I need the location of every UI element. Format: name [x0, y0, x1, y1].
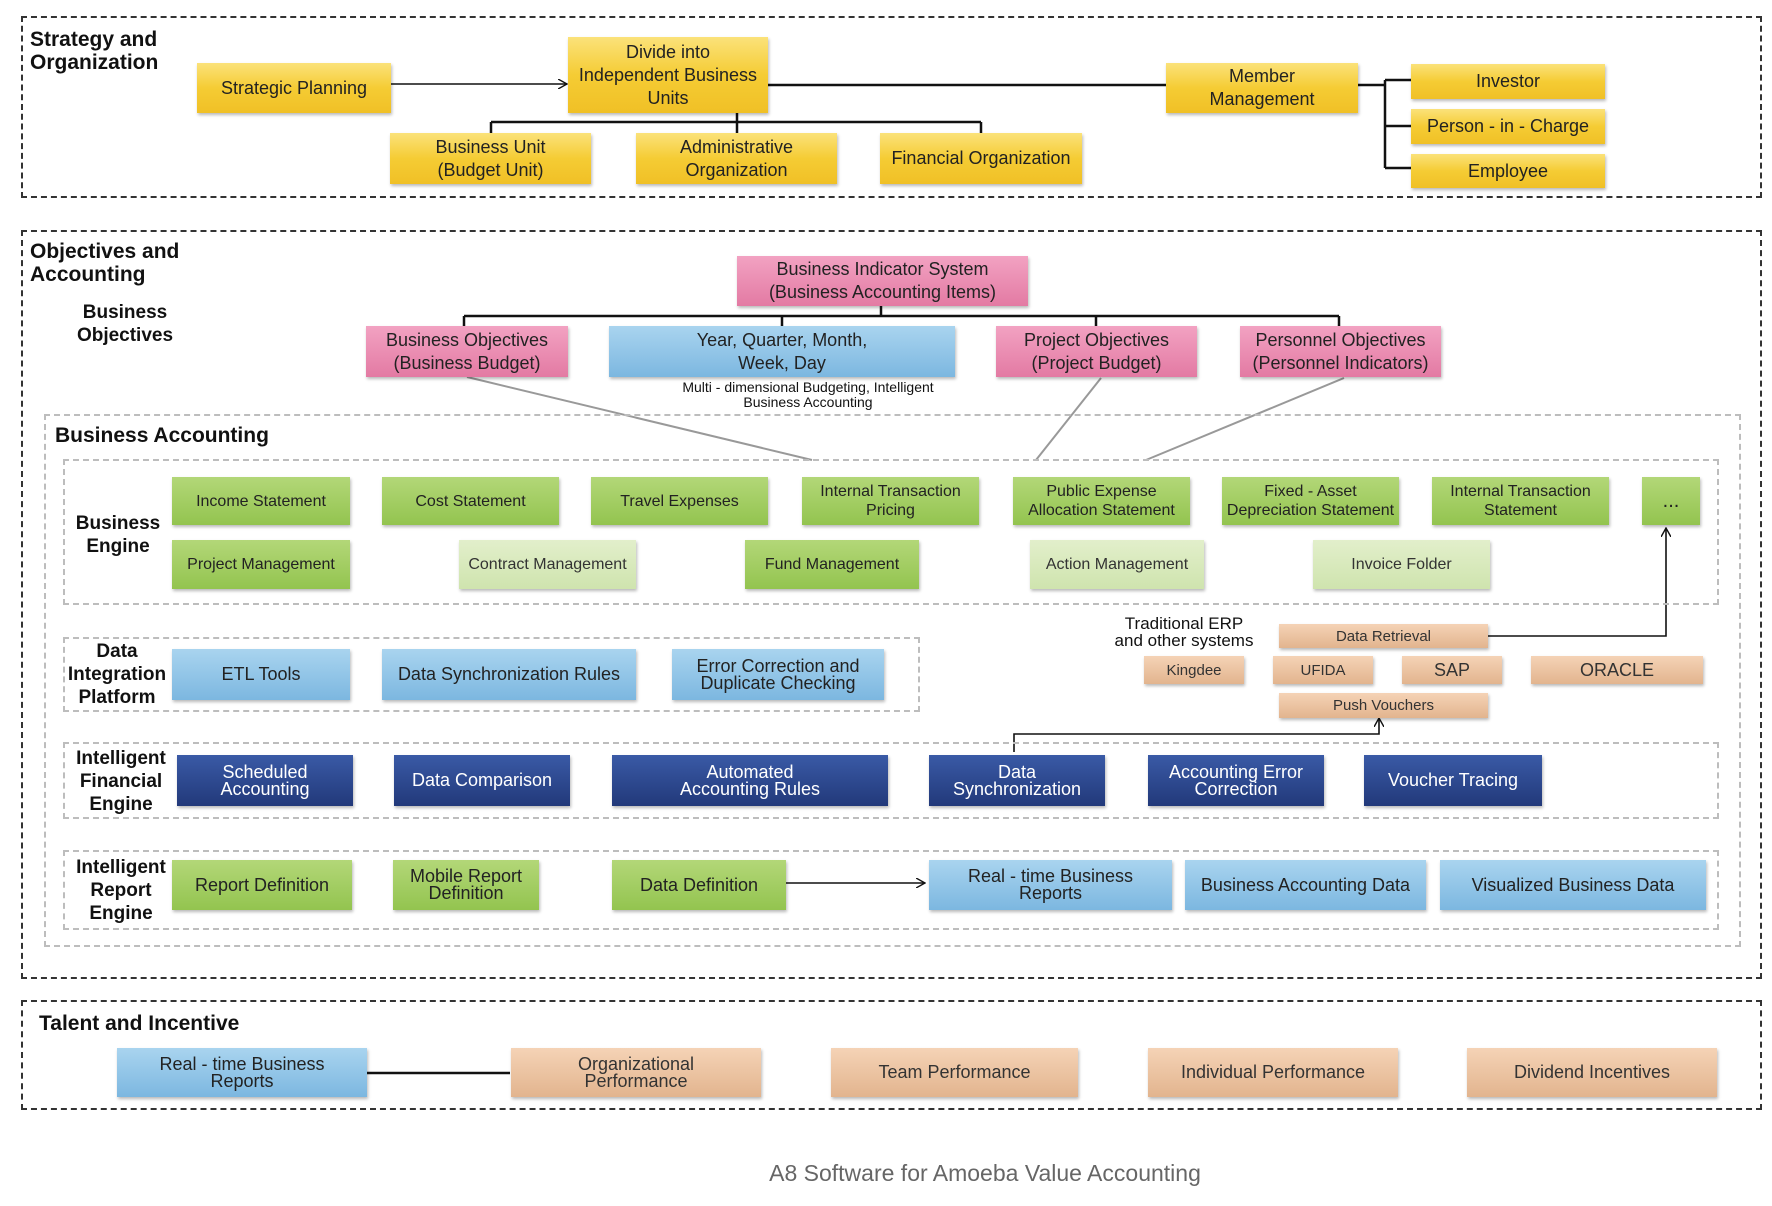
erp-oracle-box: ORACLE: [1531, 656, 1703, 684]
divide-units-box: Divide into Independent Business Units: [568, 37, 768, 113]
automated-accounting-rules-box: Automated Accounting Rules: [612, 755, 888, 806]
report-definition-box: Report Definition: [172, 860, 352, 910]
business-unit-box: Business Unit (Budget Unit): [390, 133, 591, 184]
individual-performance-box: Individual Performance: [1148, 1048, 1398, 1097]
person-in-charge-box: Person - in - Charge: [1411, 109, 1605, 144]
financial-engine-label: Intelligent Financial Engine: [76, 748, 166, 815]
talent-real-time-reports-box: Real - time Business Reports: [117, 1048, 367, 1097]
business-objectives-label: Business Objectives: [76, 302, 174, 346]
traditional-erp-label: Traditional ERP and other systems: [1114, 614, 1254, 650]
internal-transaction-pricing-box: Internal Transaction Pricing: [802, 477, 979, 525]
dividend-incentives-box: Dividend Incentives: [1467, 1048, 1717, 1097]
erp-ufida-box: UFIDA: [1273, 656, 1373, 684]
investor-box: Investor: [1411, 64, 1605, 99]
erp-kingdee-box: Kingdee: [1144, 656, 1244, 684]
business-accounting-area: [44, 414, 1741, 947]
financial-engine-area: [63, 742, 1719, 819]
erp-sap-box: SAP: [1402, 656, 1502, 684]
contract-management-box: Contract Management: [459, 540, 636, 589]
indicator-system-box: Business Indicator System (Business Acco…: [737, 256, 1028, 306]
fixed-asset-depreciation-box: Fixed - Asset Depreciation Statement: [1222, 477, 1399, 525]
data-integration-area: [63, 637, 920, 712]
section-objectives: [21, 230, 1762, 979]
section-talent: [21, 1000, 1762, 1110]
project-management-box: Project Management: [172, 540, 350, 589]
mobile-report-definition-box: Mobile Report Definition: [393, 860, 539, 910]
data-retrieval-box: Data Retrieval: [1279, 624, 1488, 648]
data-synchronization-box: Data Synchronization: [929, 755, 1105, 806]
administrative-organization-box: Administrative Organization: [636, 133, 837, 184]
business-engine-label: Business Engine: [75, 513, 161, 557]
organizational-performance-box: Organizational Performance: [511, 1048, 761, 1097]
internal-transaction-statement-box: Internal Transaction Statement: [1432, 477, 1609, 525]
data-integration-label: Data Integration Platform: [67, 641, 167, 708]
data-definition-box: Data Definition: [612, 860, 786, 910]
section-strategy: [21, 16, 1762, 198]
action-management-box: Action Management: [1030, 540, 1204, 589]
scheduled-accounting-box: Scheduled Accounting: [177, 755, 353, 806]
section-talent-title: Talent and Incentive: [39, 1012, 240, 1035]
etl-tools-box: ETL Tools: [172, 649, 350, 700]
error-correction-duplicate-box: Error Correction and Duplicate Checking: [672, 649, 884, 700]
project-budget-box: Project Objectives (Project Budget): [996, 326, 1197, 377]
invoice-folder-box: Invoice Folder: [1313, 540, 1490, 589]
fund-management-box: Fund Management: [745, 540, 919, 589]
section-objectives-title: Objectives and Accounting: [30, 240, 180, 286]
section-strategy-title: Strategy and Organization: [30, 28, 159, 74]
financial-organization-box: Financial Organization: [880, 133, 1082, 184]
accounting-error-correction-box: Accounting Error Correction: [1148, 755, 1324, 806]
business-accounting-data-box: Business Accounting Data: [1185, 860, 1426, 910]
public-expense-allocation-box: Public Expense Allocation Statement: [1013, 477, 1190, 525]
data-sync-rules-box: Data Synchronization Rules: [382, 649, 636, 700]
push-vouchers-box: Push Vouchers: [1279, 693, 1488, 718]
real-time-reports-box: Real - time Business Reports: [929, 860, 1172, 910]
more-items-box: ...: [1642, 477, 1700, 525]
business-accounting-title: Business Accounting: [55, 424, 269, 447]
multi-dimensional-note: Multi - dimensional Budgeting, Intellige…: [682, 379, 934, 410]
business-engine-area: [63, 459, 1719, 605]
travel-expenses-box: Travel Expenses: [591, 477, 768, 525]
income-statement-box: Income Statement: [172, 477, 350, 525]
employee-box: Employee: [1411, 154, 1605, 188]
voucher-tracing-box: Voucher Tracing: [1364, 755, 1542, 806]
data-comparison-box: Data Comparison: [394, 755, 570, 806]
report-engine-area: [63, 850, 1719, 930]
periods-box: Year, Quarter, Month, Week, Day: [609, 326, 955, 377]
figure-caption: A8 Software for Amoeba Value Accounting: [769, 1160, 1201, 1186]
cost-statement-box: Cost Statement: [382, 477, 559, 525]
visualized-business-data-box: Visualized Business Data: [1440, 860, 1706, 910]
team-performance-box: Team Performance: [831, 1048, 1078, 1097]
personnel-objectives-box: Personnel Objectives (Personnel Indicato…: [1240, 326, 1441, 377]
report-engine-label: Intelligent Report Engine: [76, 857, 166, 924]
member-management-box: Member Management: [1166, 63, 1358, 113]
strategic-planning-box: Strategic Planning: [197, 63, 391, 113]
business-budget-box: Business Objectives (Business Budget): [366, 326, 568, 377]
